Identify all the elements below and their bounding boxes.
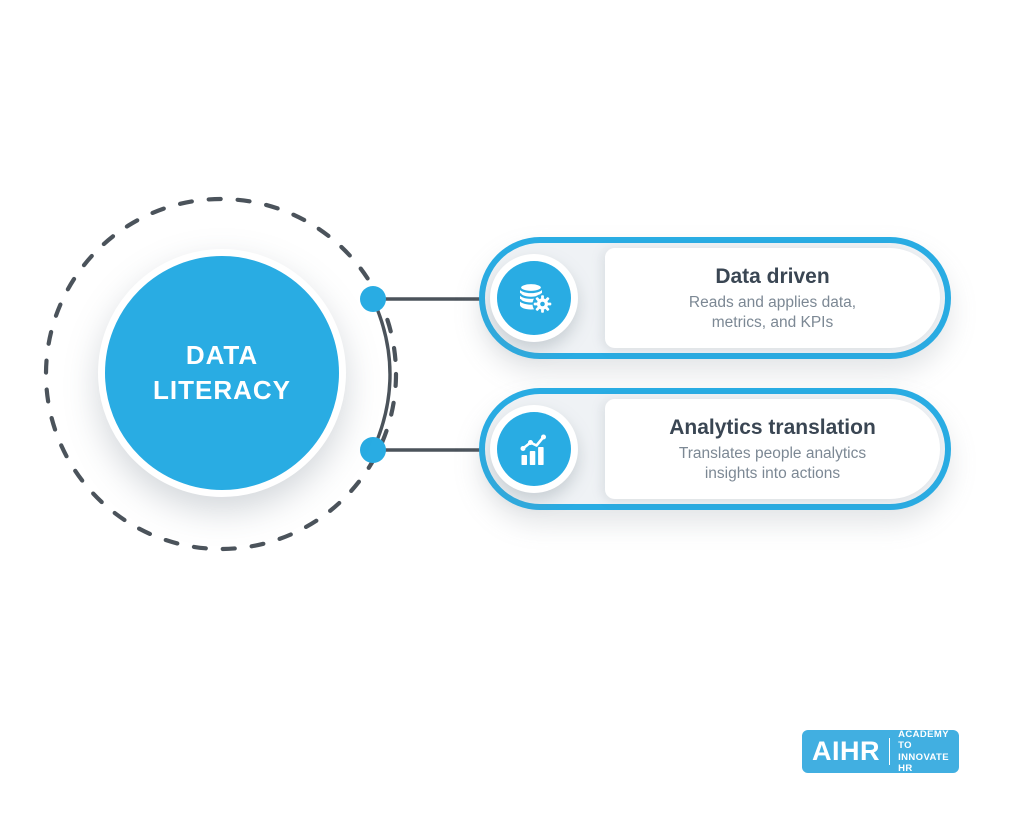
database-gear-icon bbox=[518, 281, 553, 314]
center-title: DATA LITERACY bbox=[153, 338, 291, 408]
card-text-panel: Data driven Reads and applies data, metr… bbox=[605, 248, 940, 348]
card-title: Analytics translation bbox=[669, 415, 876, 439]
logo-tagline: ACADEMY TO INNOVATE HR bbox=[898, 729, 949, 775]
connector-dot-bottom bbox=[360, 437, 386, 463]
center-title-line1: DATA bbox=[185, 340, 259, 370]
card-analytics-translation: Analytics translation Translates people … bbox=[479, 388, 951, 510]
aihr-logo: AIHR ACADEMY TO INNOVATE HR bbox=[802, 729, 959, 775]
card-description: Reads and applies data, metrics, and KPI… bbox=[689, 293, 856, 333]
data-literacy-circle: DATA LITERACY bbox=[98, 249, 346, 497]
card-icon-ring bbox=[490, 254, 578, 342]
bar-chart-trend-icon bbox=[520, 434, 546, 465]
card-data-driven: Data driven Reads and applies data, metr… bbox=[479, 237, 951, 359]
card-description-line1: Reads and applies data, bbox=[688, 293, 857, 311]
card-icon-circle bbox=[497, 261, 571, 335]
card-text-panel: Analytics translation Translates people … bbox=[605, 399, 940, 499]
connector-dot-top bbox=[360, 286, 386, 312]
logo-brand-text: AIHR bbox=[812, 736, 880, 766]
connector-arc bbox=[371, 298, 392, 451]
dashed-orbit-circle bbox=[43, 196, 399, 552]
logo-tagline-line1: ACADEMY TO bbox=[898, 728, 949, 752]
card-description-line1: Translates people analytics bbox=[678, 444, 867, 462]
card-description: Translates people analytics insights int… bbox=[679, 444, 866, 484]
card-title: Data driven bbox=[715, 264, 830, 288]
logo-tagline-line2: INNOVATE HR bbox=[898, 751, 949, 775]
card-icon-circle bbox=[497, 412, 571, 486]
card-description-line2: insights into actions bbox=[704, 464, 841, 482]
card-description-line2: metrics, and KPIs bbox=[711, 313, 834, 331]
center-title-line2: LITERACY bbox=[153, 375, 291, 405]
logo-divider bbox=[889, 738, 891, 765]
card-icon-ring bbox=[490, 405, 578, 493]
